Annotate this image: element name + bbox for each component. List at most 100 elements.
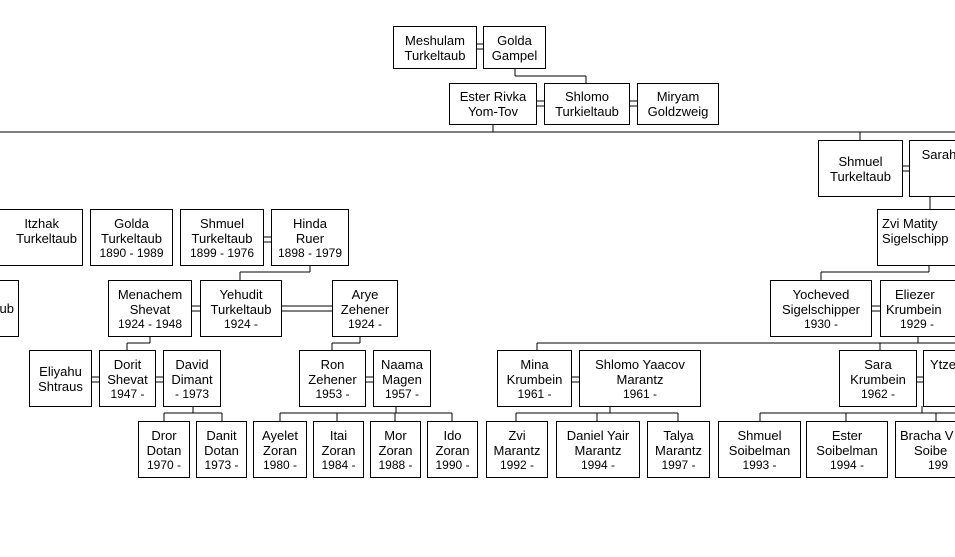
person-name: Mina	[520, 356, 549, 372]
person-golda-gampel[interactable]: Golda Gampel	[483, 26, 546, 69]
person-surname: Gampel	[491, 47, 538, 63]
person-dates: 1994 -	[829, 457, 865, 472]
person-shlomo-turkieltaub[interactable]: Shlomo Turkieltaub	[544, 83, 630, 125]
person-surname: Marantz	[616, 371, 664, 387]
person-name: Eliezer	[895, 286, 935, 302]
person-dates: 1973 -	[204, 457, 239, 472]
person-name: Danit	[206, 427, 237, 443]
person-name: Shmuel	[737, 427, 782, 443]
person-mina-krumbein[interactable]: Mina Krumbein 1961 -	[497, 350, 572, 407]
person-dates: 1997 -	[661, 457, 696, 472]
person-surname: Marantz	[493, 442, 541, 458]
person-dates: 1957 -	[384, 386, 420, 401]
person-name: Shlomo Yaacov	[595, 356, 685, 372]
person-golda-turkeltaub[interactable]: Golda Turkeltaub 1890 - 1989	[90, 209, 173, 266]
person-name: David	[175, 356, 209, 372]
person-dates: 1924 -	[223, 316, 259, 331]
person-danit-dotan[interactable]: Danit Dotan 1973 -	[196, 421, 247, 478]
person-sarah[interactable]: Sarah	[909, 140, 955, 197]
person-dates: 1924 - 1948	[117, 316, 183, 331]
person-dates: 1993 -	[742, 457, 777, 472]
person-surname: Shtraus	[38, 378, 83, 394]
person-dates: 1924 -	[347, 316, 383, 331]
person-name: Eliyahu	[39, 363, 82, 379]
person-bracha-soibelman[interactable]: Bracha V Soibe 199	[895, 421, 955, 478]
person-name: Meshulam	[405, 32, 465, 48]
person-name: Shlomo	[564, 89, 610, 104]
person-menachem-shevat[interactable]: Menachem Shevat 1924 - 1948	[108, 280, 192, 337]
person-eliezer-krumbein[interactable]: Eliezer Krumbein 1929 -	[880, 280, 955, 337]
person-itzhak-turkeltaub[interactable]: Itzhak Turkeltaub	[0, 209, 83, 266]
person-dates: 1962 -	[860, 386, 896, 401]
person-ron-zehener[interactable]: Ron Zehener 1953 -	[299, 350, 366, 407]
person-surname: Zehener	[340, 301, 390, 317]
person-surname: Turkeltaub	[16, 231, 77, 246]
person-dates: 1988 -	[378, 457, 413, 472]
person-surname: Dimant	[171, 371, 213, 387]
person-name: Ytze	[930, 357, 955, 372]
person-dates: 1898 - 1979	[277, 245, 343, 260]
person-name: Shmuel	[199, 215, 245, 231]
person-dates: 1994 -	[580, 457, 616, 472]
person-shmuel-turkeltaub[interactable]: Shmuel Turkeltaub 1899 - 1976	[180, 209, 264, 266]
person-hinda-ruer[interactable]: Hinda Ruer 1898 - 1979	[271, 209, 349, 266]
person-zvi-marantz[interactable]: Zvi Marantz 1992 -	[486, 421, 548, 478]
person-name: Sara	[864, 356, 892, 372]
person-ido-zoran[interactable]: Ido Zoran 1990 -	[427, 421, 478, 478]
person-shlomo-yaacov-marantz[interactable]: Shlomo Yaacov Marantz 1961 -	[579, 350, 701, 407]
person-partial-left[interactable]: ub	[0, 280, 19, 337]
person-surname: Turkeltaub	[210, 301, 272, 317]
person-name: Arye	[351, 286, 379, 302]
person-david-dimant[interactable]: David Dimant - 1973	[163, 350, 221, 407]
person-arye-zehener[interactable]: Arye Zehener 1924 -	[332, 280, 398, 337]
person-name: Ido	[443, 427, 462, 443]
person-yocheved-sigelschipper[interactable]: Yocheved Sigelschipper 1930 -	[770, 280, 872, 337]
person-mor-zoran[interactable]: Mor Zoran 1988 -	[370, 421, 421, 478]
person-dates: 1899 - 1976	[189, 245, 255, 260]
person-name: Menachem	[117, 286, 183, 302]
person-surname: Turkeltaub	[404, 47, 466, 63]
person-daniel-yair-marantz[interactable]: Daniel Yair Marantz 1994 -	[556, 421, 640, 478]
person-surname: Goldzweig	[647, 104, 709, 119]
person-dates: 1947 -	[110, 386, 145, 401]
person-miryam-goldzweig[interactable]: Miryam Goldzweig	[637, 83, 719, 125]
person-sara-krumbein[interactable]: Sara Krumbein 1962 -	[839, 350, 917, 407]
person-surname: Turkieltaub	[555, 104, 619, 119]
person-surname: Soibe	[914, 442, 948, 458]
person-surname: Marantz	[574, 442, 622, 458]
person-name: Daniel Yair	[566, 427, 630, 443]
person-surname: Dotan	[204, 442, 239, 458]
person-surname: Sigelschipper	[781, 301, 861, 317]
person-yehudit-turkeltaub[interactable]: Yehudit Turkeltaub 1924 -	[200, 280, 282, 337]
person-name: Shmuel	[838, 153, 883, 169]
person-surname: Krumbein	[506, 371, 563, 387]
person-meshulam-turkeltaub[interactable]: Meshulam Turkeltaub	[393, 26, 477, 69]
person-ester-soibelman[interactable]: Ester Soibelman 1994 -	[806, 421, 888, 478]
person-ester-rivka-yom-tov[interactable]: Ester Rivka Yom-Tov	[449, 83, 537, 125]
person-naama-magen[interactable]: Naama Magen 1957 -	[373, 350, 431, 407]
person-dates: 1953 -	[315, 386, 350, 401]
person-name: Ron	[320, 356, 345, 372]
person-surname: Krumbein	[850, 371, 906, 387]
person-talya-marantz[interactable]: Talya Marantz 1997 -	[647, 421, 710, 478]
person-dates: 1961 -	[622, 386, 658, 401]
person-dates: 199	[928, 457, 949, 472]
person-ytze[interactable]: Ytze	[923, 350, 955, 407]
person-name: Hinda	[293, 215, 327, 231]
person-dates: 1980 -	[262, 457, 298, 472]
person-name: Dror	[151, 427, 177, 443]
person-dorit-shevat[interactable]: Dorit Shevat 1947 -	[99, 350, 156, 407]
person-itai-zoran[interactable]: Itai Zoran 1984 -	[313, 421, 364, 478]
person-ayelet-zoran[interactable]: Ayelet Zoran 1980 -	[253, 421, 307, 478]
person-surname: Shevat	[129, 301, 171, 317]
person-dror-dotan[interactable]: Dror Dotan 1970 -	[138, 421, 190, 478]
person-zvi-matity-sigelschipper[interactable]: Zvi Matity Sigelschipp	[877, 209, 955, 266]
person-surname: Magen	[382, 371, 422, 387]
person-dates: 1990 -	[435, 457, 470, 472]
person-eliyahu-shtraus[interactable]: Eliyahu Shtraus	[29, 350, 92, 407]
person-shmuel-turkeltaub-right[interactable]: Shmuel Turkeltaub	[818, 140, 903, 197]
person-name: Zvi	[508, 427, 526, 443]
person-dates: 1930 -	[803, 316, 839, 331]
person-shmuel-soibelman[interactable]: Shmuel Soibelman 1993 -	[718, 421, 801, 478]
